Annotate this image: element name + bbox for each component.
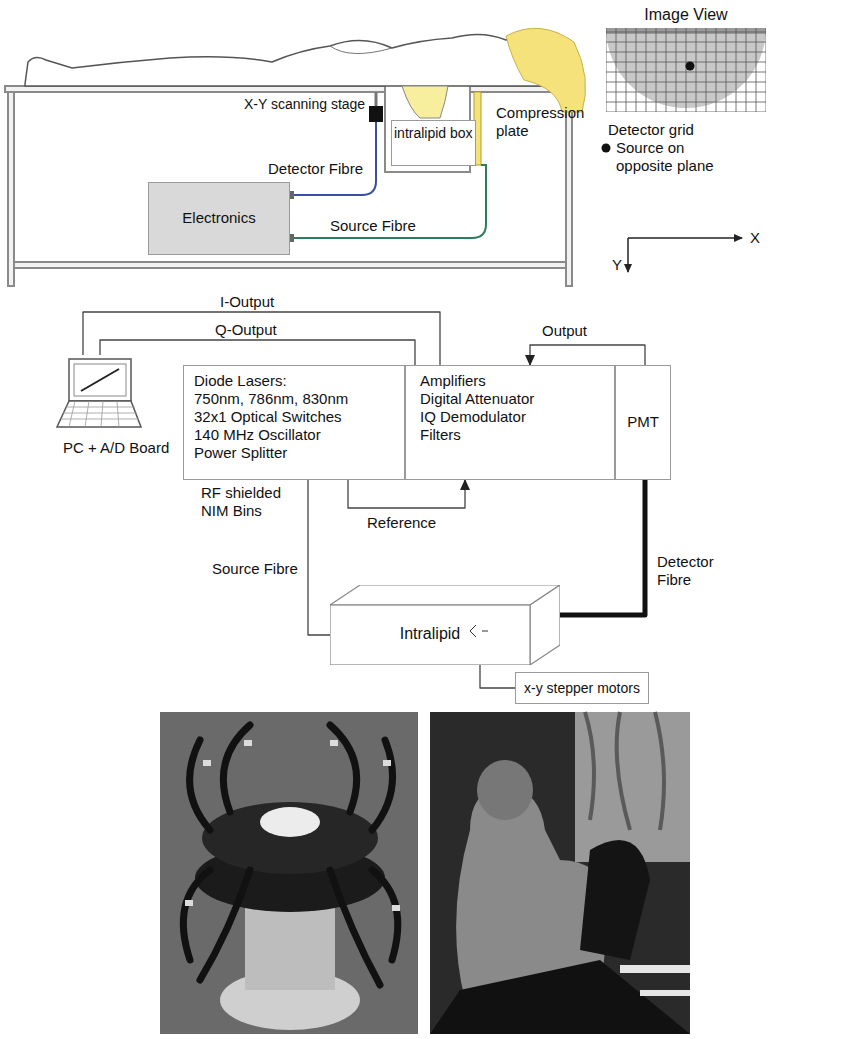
- axis-label: X: [750, 229, 760, 247]
- scanning-stage: [369, 92, 383, 122]
- intralipid-box: intralipid box: [391, 120, 476, 166]
- electronics-box: Electronics: [148, 182, 290, 255]
- box-heading: Diode Lasers:: [194, 372, 394, 390]
- laptop-icon: [55, 355, 145, 431]
- axes: [628, 238, 742, 272]
- photo-patient: [430, 712, 690, 1034]
- signal-connector: [480, 665, 515, 688]
- box-line: Power Splitter: [194, 444, 394, 462]
- fibre-connector: [560, 480, 645, 615]
- legend-note: Detector grid: [608, 121, 694, 139]
- tank-label: Intralipid: [330, 625, 530, 643]
- signal-connector: [348, 480, 465, 508]
- box-line: Amplifiers: [420, 372, 600, 390]
- part-label: X-Y scanning stage: [244, 95, 365, 113]
- detector-grid: [606, 28, 766, 112]
- signal-connector: [100, 340, 415, 365]
- box-label: x-y stepper motors: [524, 679, 640, 697]
- box-label: intralipid box: [394, 124, 473, 142]
- pmt-box: PMT: [615, 365, 671, 480]
- fibre-connector: [308, 480, 330, 635]
- fibre-label: Detector Fibre: [268, 160, 363, 178]
- panel-heading: Image View: [600, 6, 772, 24]
- box-line: Filters: [420, 426, 600, 444]
- laser-box: Diode Lasers:750nm, 786nm, 830nm32x1 Opt…: [183, 365, 405, 480]
- box-line: 140 MHz Oscillator: [194, 426, 394, 444]
- signal-connector: [83, 312, 440, 365]
- connector-label: Detector Fibre: [655, 553, 723, 589]
- part-label: Compression plate: [496, 104, 591, 140]
- box-line: Digital Attenuator: [420, 390, 600, 408]
- stepper-box: x-y stepper motors: [515, 672, 649, 704]
- box-label: Electronics: [149, 209, 289, 227]
- amplifier-box: AmplifiersDigital AttenuatorIQ Demodulat…: [405, 365, 615, 480]
- legend-note: Source on opposite plane: [616, 139, 731, 175]
- intralipid-tank-node: Intralipid: [330, 585, 560, 665]
- axis-label: Y: [612, 256, 622, 274]
- box-line: 750nm, 786nm, 830nm: [194, 390, 394, 408]
- box-caption: RF shielded NIM Bins: [201, 484, 311, 520]
- signal-connector: [530, 345, 645, 365]
- box-label: PMT: [616, 413, 670, 431]
- connector-label: I-Output: [218, 293, 276, 311]
- connector-label: Source Fibre: [210, 560, 300, 578]
- connector-label: Output: [540, 322, 589, 340]
- connector-label: Reference: [365, 514, 438, 532]
- box-line: 32x1 Optical Switches: [194, 408, 394, 426]
- connector-label: Q-Output: [213, 321, 279, 339]
- source-dot: [602, 144, 611, 153]
- table: [5, 86, 578, 286]
- box-line: IQ Demodulator: [420, 408, 600, 426]
- photo-probe: [160, 712, 418, 1034]
- fibre-label: Source Fibre: [330, 217, 416, 235]
- image-view-panel: Image View: [600, 6, 772, 116]
- detector-fibre: [290, 122, 376, 195]
